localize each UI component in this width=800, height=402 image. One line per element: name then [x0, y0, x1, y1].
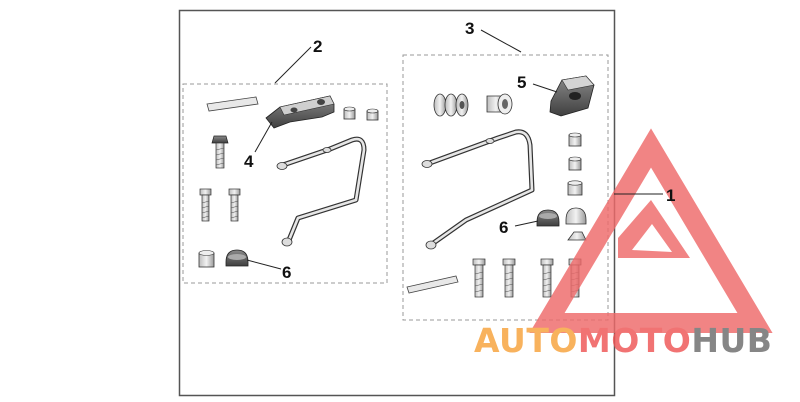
watermark-hub: HUB — [691, 321, 772, 360]
watermark-triangle — [529, 128, 773, 333]
stay-rod-left — [276, 136, 367, 247]
rubber-mounts-right — [536, 207, 587, 241]
watermark-auto: AUTO — [474, 321, 578, 360]
callout-2: 2 — [313, 37, 322, 56]
small-spacers-right — [567, 132, 583, 196]
callout-5: 5 — [517, 73, 526, 92]
callout-6-right: 6 — [499, 218, 508, 237]
watermark-text: AUTOMOTOHUB — [474, 321, 772, 360]
small-spacers-left — [343, 106, 379, 121]
bolt-long-left — [211, 135, 229, 169]
watermark-logo: AUTOMOTOHUB — [474, 128, 773, 360]
kit-group-3-box — [402, 54, 609, 321]
decal-strip-left — [206, 96, 259, 112]
callout-3: 3 — [465, 19, 474, 38]
kit-group-2-box — [182, 83, 388, 284]
rubber-mount-left — [198, 249, 249, 268]
bracket-part-4 — [265, 95, 335, 129]
stay-rod-right — [421, 129, 535, 250]
callout-6-left: 6 — [282, 263, 291, 282]
collar-bushing — [486, 93, 513, 115]
leader-lines — [246, 29, 663, 270]
callout-4: 4 — [244, 152, 254, 171]
bracket-part-5 — [549, 75, 595, 117]
watermark-moto: MOTO — [578, 321, 691, 360]
bolts-pair-left — [199, 188, 241, 222]
grommet-stack — [433, 93, 469, 117]
callout-1: 1 — [666, 186, 675, 205]
decal-strip-right — [406, 275, 459, 294]
